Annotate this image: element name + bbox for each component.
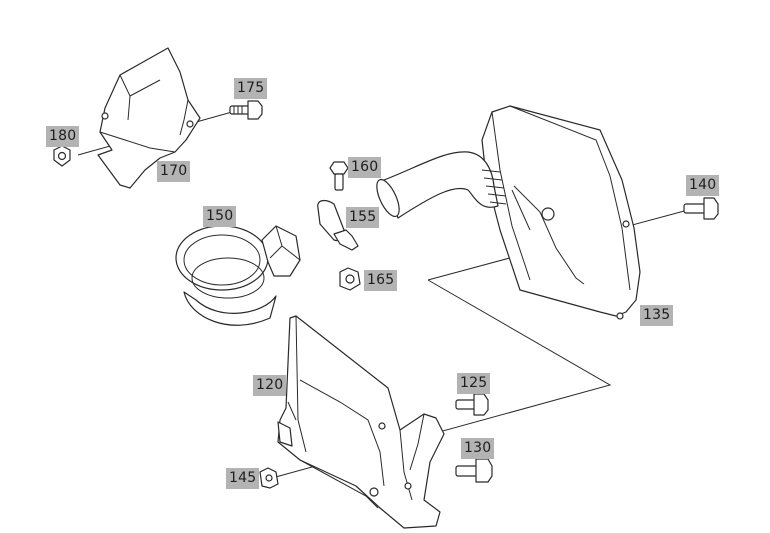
callout-175: 175: [234, 78, 268, 99]
bolt-160: [329, 161, 349, 191]
intake-duct-150: [175, 225, 301, 326]
callout-130: 130: [461, 438, 495, 459]
callout-135: 135: [640, 305, 674, 326]
bolt-140: [683, 197, 719, 220]
callout-145: 145: [226, 468, 260, 489]
callout-125: 125: [457, 373, 491, 394]
heat-shield-170: [97, 47, 201, 189]
callout-170: 170: [157, 161, 191, 182]
mounting-bracket-120: [277, 315, 445, 529]
bolt-125: [455, 393, 489, 416]
callout-180: 180: [46, 126, 80, 147]
bolt-130: [455, 458, 493, 483]
callout-140: 140: [686, 175, 720, 196]
callout-165: 165: [364, 270, 398, 291]
bolt-175: [229, 100, 263, 120]
callout-120: 120: [253, 375, 287, 396]
air-filter-box-135: [376, 105, 641, 320]
nut-165: [339, 267, 361, 291]
clamp-155: [317, 199, 359, 251]
callout-160: 160: [348, 157, 382, 178]
nut-180: [53, 145, 71, 167]
callout-150: 150: [203, 206, 237, 227]
callout-155: 155: [346, 207, 380, 228]
nut-145: [259, 467, 279, 489]
